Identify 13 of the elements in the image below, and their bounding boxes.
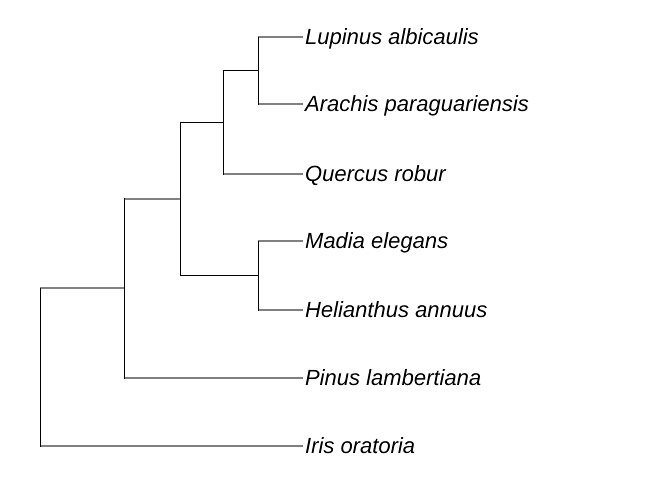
branch-line	[124, 198, 180, 200]
branch-line	[180, 122, 224, 123]
species-label: Quercus robur	[305, 161, 446, 187]
branch-line	[222, 70, 258, 71]
branch-line	[258, 36, 304, 38]
species-label: Iris oratoria	[305, 433, 416, 459]
branch-line	[180, 275, 258, 276]
species-label: Lupinus albicaulis	[305, 24, 479, 50]
species-label: Arachis paraguariensis	[305, 91, 529, 117]
species-label: Pinus lambertiana	[305, 365, 482, 391]
species-label: Madia elegans	[305, 228, 448, 254]
species-label: Helianthus annuus	[305, 297, 488, 323]
branch-line	[258, 240, 304, 242]
